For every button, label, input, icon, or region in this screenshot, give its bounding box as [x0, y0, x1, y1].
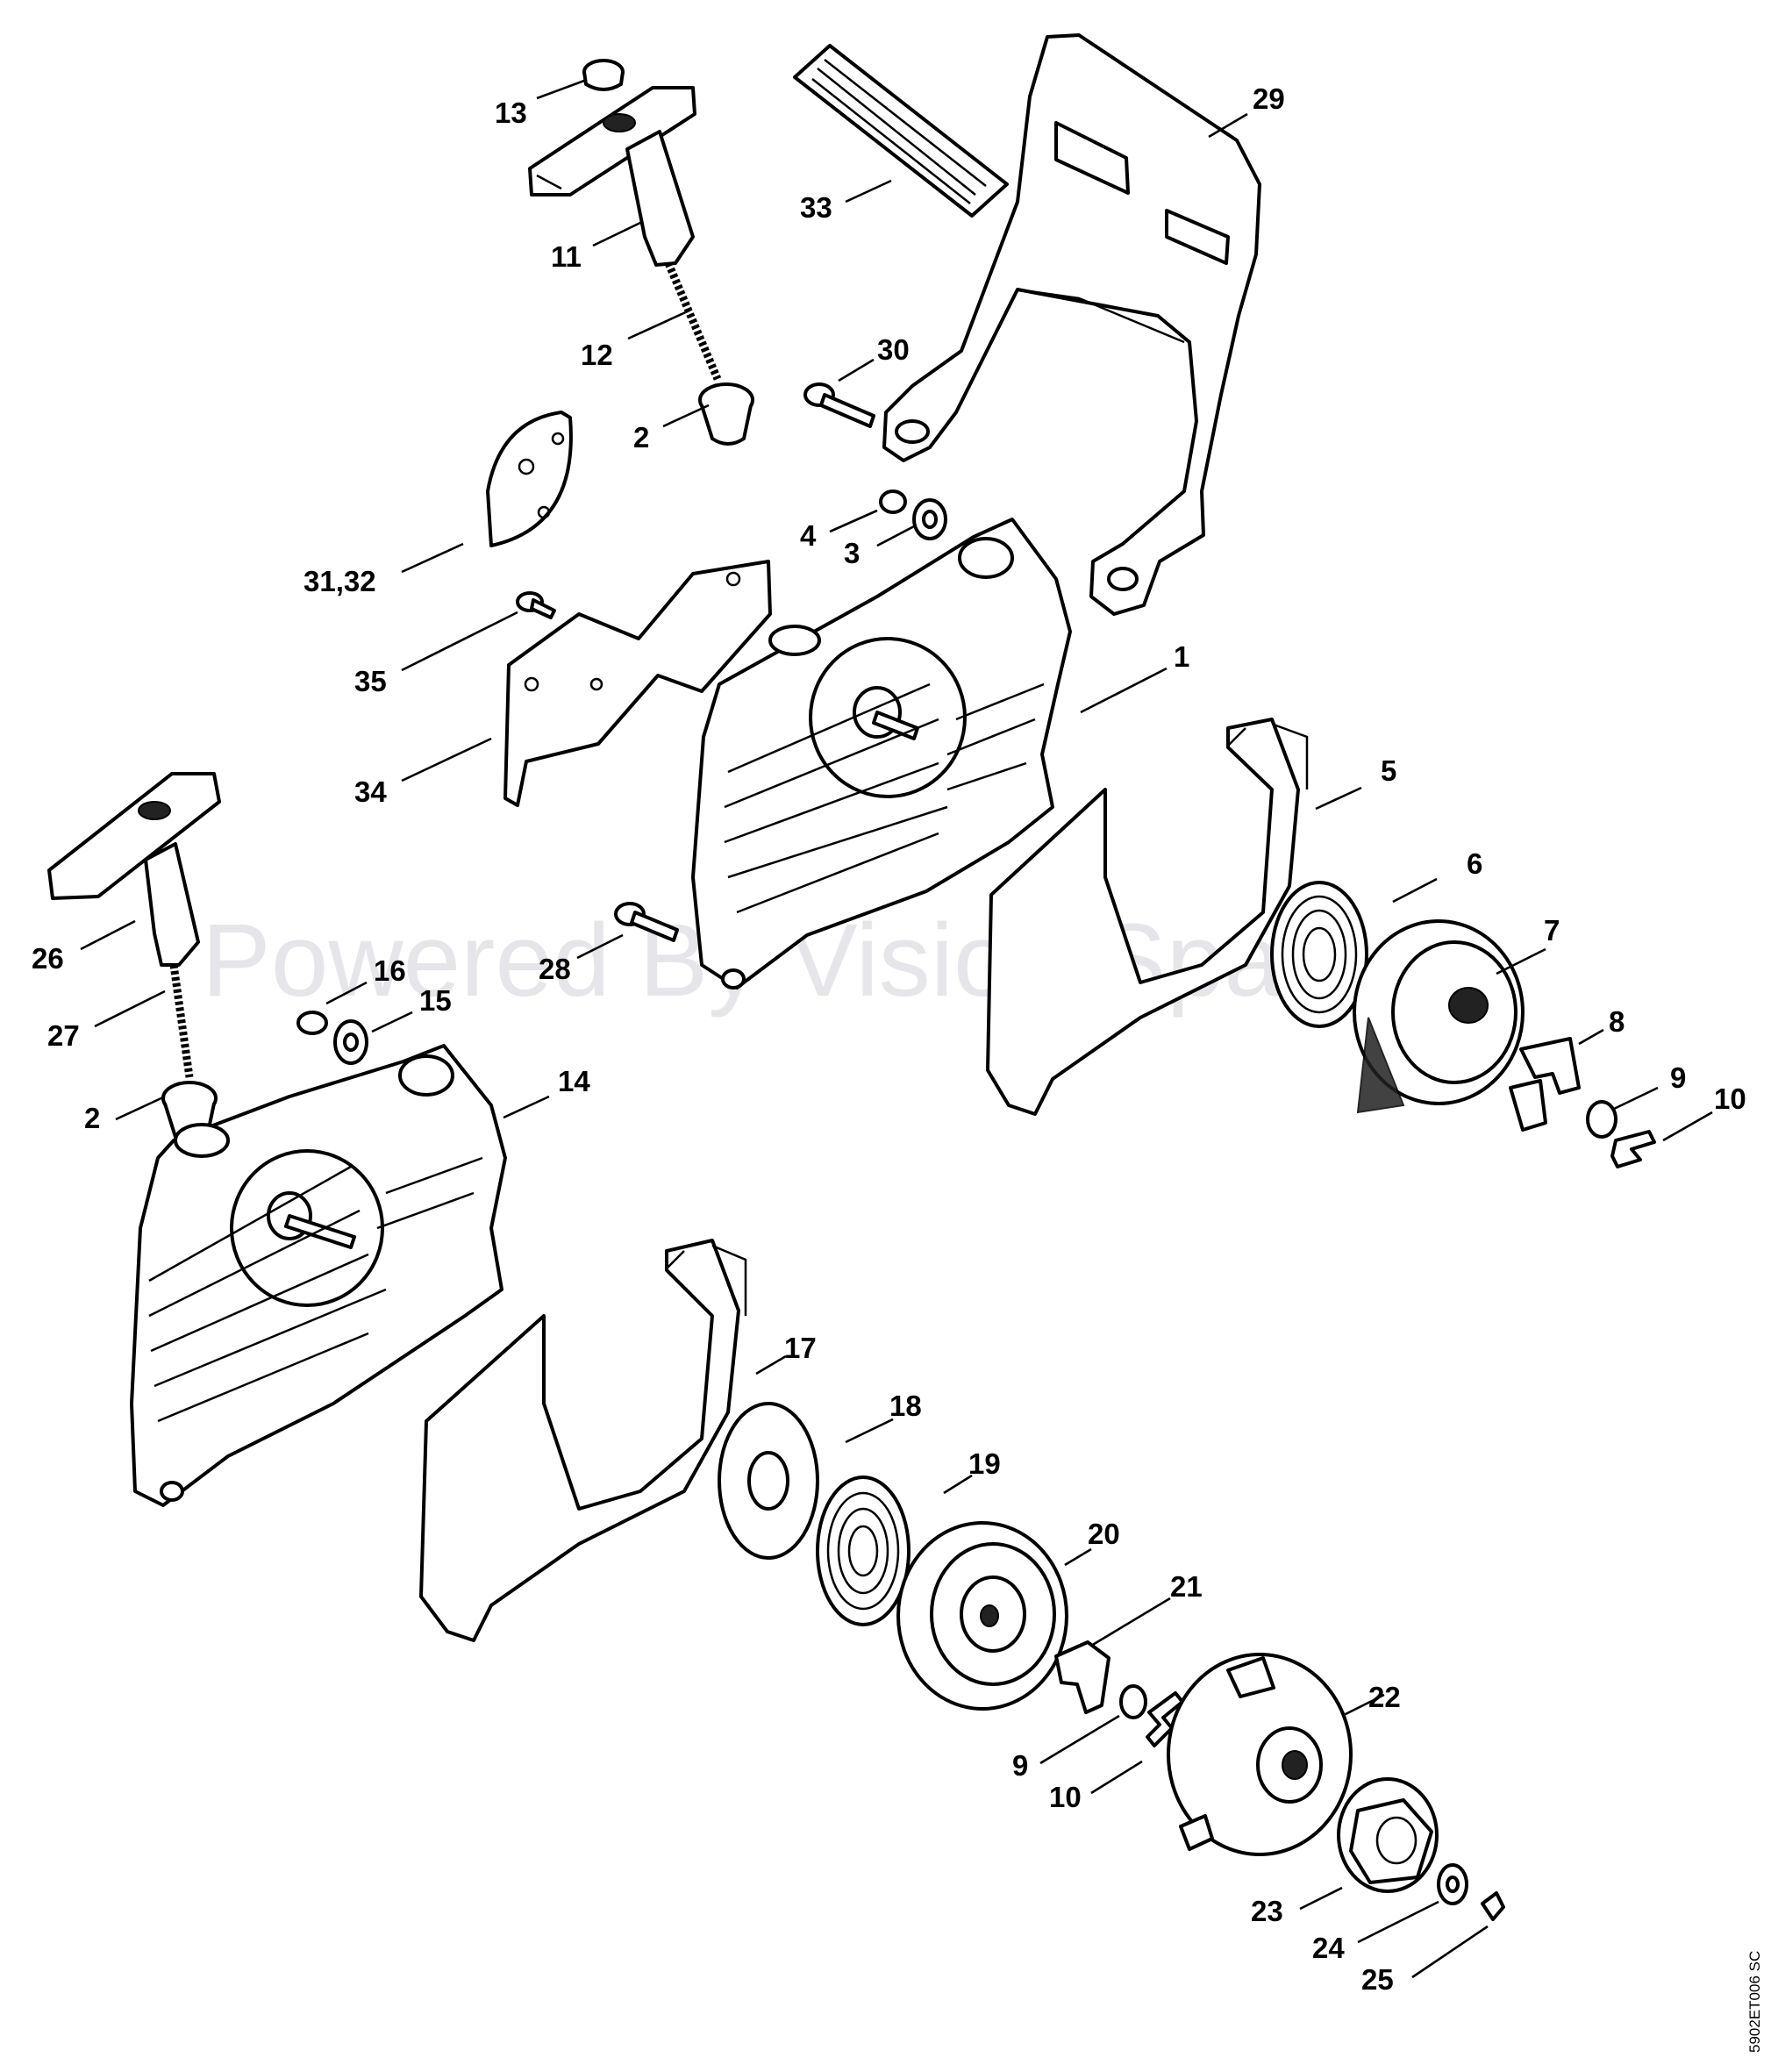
part-18-washer-disk [718, 1402, 819, 1560]
callout-10-upper: 10 [1714, 1082, 1746, 1115]
part-17-spring-housing [419, 1239, 747, 1642]
part-31-32-cover-plate [486, 411, 573, 547]
callout-12: 12 [581, 339, 613, 371]
callout-2-lower: 2 [84, 1102, 100, 1134]
part-16-sleeve [296, 1011, 328, 1035]
callout-9-upper: 9 [1670, 1061, 1686, 1094]
callout-26: 26 [32, 942, 64, 975]
callout-5: 5 [1381, 754, 1396, 787]
callout-19: 19 [968, 1447, 1001, 1480]
callout-31-32: 31,32 [303, 565, 376, 597]
part-9-washer-lower [1119, 1684, 1147, 1719]
callout-22: 22 [1368, 1681, 1401, 1713]
part-24-washer [1437, 1863, 1468, 1905]
part-29-hand-guard [882, 33, 1261, 616]
callout-33: 33 [800, 191, 832, 224]
part-10-spring-clip-upper [1610, 1130, 1656, 1168]
part-22-starter-cover [1167, 1653, 1353, 1856]
callout-30: 30 [877, 333, 910, 366]
callout-11: 11 [551, 240, 582, 273]
callout-17: 17 [784, 1332, 817, 1364]
part-8-pawl [1509, 1037, 1581, 1132]
callout-6: 6 [1467, 847, 1482, 880]
part-3-washer [912, 498, 947, 540]
callout-7: 7 [1544, 914, 1560, 947]
callout-8: 8 [1609, 1005, 1625, 1038]
part-15-washer [333, 1019, 368, 1065]
part-14-fan-housing [130, 1044, 507, 1507]
callout-18: 18 [889, 1390, 922, 1422]
part-33-label [793, 44, 1009, 218]
callout-4: 4 [800, 519, 817, 552]
part-35-screw [516, 591, 556, 619]
part-25-clip [1481, 1891, 1505, 1921]
callout-2-upper: 2 [633, 421, 649, 454]
callout-24: 24 [1312, 1932, 1345, 1964]
part-21-pawl [1054, 1640, 1110, 1714]
part-23-driver [1337, 1777, 1439, 1893]
callout-29: 29 [1253, 82, 1285, 115]
callout-21: 21 [1170, 1570, 1203, 1603]
part-34-cover [503, 560, 772, 807]
part-13-cap [582, 59, 625, 91]
callout-14: 14 [558, 1065, 590, 1097]
part-12-rope [664, 261, 722, 381]
part-6-rewind-spring [1270, 881, 1368, 1028]
callout-3: 3 [844, 537, 860, 569]
callout-28: 28 [539, 953, 571, 985]
drawing-code: 5902ET006 SC [1746, 1951, 1763, 2053]
callout-9-lower: 9 [1012, 1749, 1028, 1782]
part-28-screw [614, 902, 679, 942]
callout-35: 35 [354, 665, 387, 697]
part-11-starter-grip [528, 86, 696, 267]
callout-10-lower: 10 [1049, 1781, 1082, 1813]
part-7-rope-rotor [1353, 919, 1525, 1114]
callout-labels: 13 11 12 2 33 29 30 4 3 31,32 35 34 1 5 … [32, 82, 1746, 1996]
callout-27: 27 [47, 1019, 80, 1052]
part-27-rope [169, 964, 194, 1078]
callout-25: 25 [1361, 1963, 1394, 1996]
part-20-rope-rotor [896, 1521, 1068, 1711]
part-9-washer-upper [1586, 1100, 1617, 1139]
callout-16: 16 [374, 954, 406, 987]
part-19-rewind-spring [816, 1475, 910, 1626]
part-1-fan-housing [691, 518, 1072, 990]
leader-lines [80, 79, 1713, 1979]
part-5-spring-housing [986, 718, 1309, 1116]
callout-15: 15 [419, 984, 452, 1017]
callout-20: 20 [1088, 1518, 1120, 1550]
part-2-rope-guide [698, 382, 754, 446]
part-26-starter-grip [47, 772, 221, 967]
callout-13: 13 [495, 96, 527, 129]
callout-34: 34 [354, 775, 387, 808]
callout-1: 1 [1174, 640, 1189, 673]
callout-23: 23 [1251, 1895, 1283, 1927]
part-4-sleeve [879, 489, 907, 514]
part-30-screw [803, 382, 875, 428]
